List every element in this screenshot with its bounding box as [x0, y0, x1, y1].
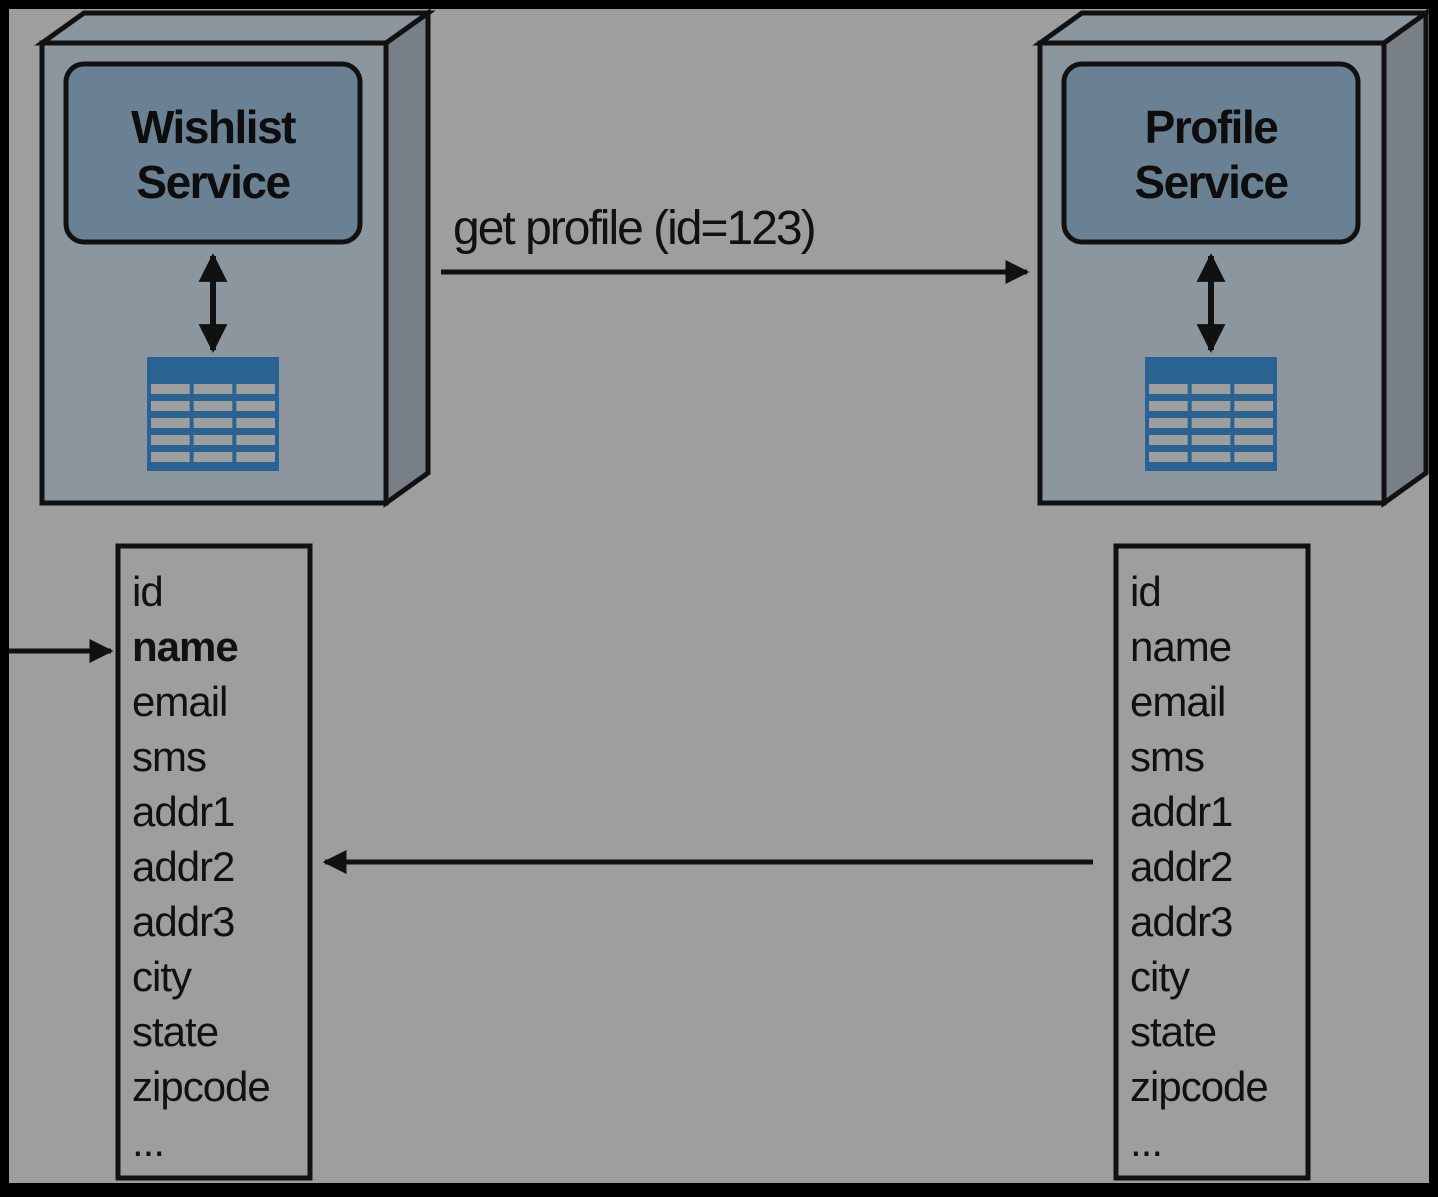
field-id: id	[132, 568, 163, 615]
table-icon-cell	[1149, 435, 1188, 445]
table-icon-cell	[1149, 401, 1188, 411]
field-more: ...	[132, 1118, 164, 1165]
field-id: id	[1130, 568, 1161, 615]
field-addr3: addr3	[132, 898, 234, 945]
field-state: state	[1130, 1008, 1216, 1055]
table-icon-cell	[1149, 418, 1188, 428]
profile-service-box	[1061, 61, 1361, 245]
table-icon-cell	[193, 452, 233, 462]
profile-service-label-line2: Service	[1134, 156, 1288, 208]
field-city: city	[132, 953, 192, 1000]
field-addr3: addr3	[1130, 898, 1232, 945]
table-icon-cell	[1191, 384, 1231, 394]
wishlist-service-label-line2: Service	[136, 156, 290, 208]
table-icon-cell	[1234, 384, 1273, 394]
table-icon-cell	[1149, 452, 1188, 462]
profile-server-top	[1032, 10, 1434, 46]
field-name: name	[132, 623, 238, 670]
table-icon-cell	[236, 384, 275, 394]
table-icon-cell	[1234, 452, 1273, 462]
table-icon-cell	[1191, 435, 1231, 445]
table-icon-cell	[151, 384, 190, 394]
table-icon-cell	[1234, 418, 1273, 428]
field-addr1: addr1	[132, 788, 234, 835]
wishlist-server: Wishlist Service	[34, 8, 436, 508]
table-icon-cell	[236, 418, 275, 428]
table-icon-cell	[1191, 418, 1231, 428]
table-icon-cell	[236, 452, 275, 462]
wishlist-service-label-line1: Wishlist	[131, 101, 296, 153]
profile-server: Profile Service	[1032, 8, 1434, 508]
table-icon-cell	[1191, 401, 1231, 411]
profile-field-list: id name email sms addr1 addr2 addr3 city state zi…	[1130, 568, 1269, 1165]
table-icon-cell	[236, 435, 275, 445]
field-name: name	[1130, 623, 1231, 670]
profile-record-box	[1113, 543, 1311, 1181]
table-icon-cell	[1234, 435, 1273, 445]
field-email: email	[1130, 678, 1225, 725]
table-icon-cell	[193, 401, 233, 411]
field-state: state	[132, 1008, 218, 1055]
table-icon-cell	[236, 401, 275, 411]
table-icon-cell	[151, 401, 190, 411]
field-email: email	[132, 678, 227, 725]
database-table-icon	[1145, 357, 1277, 471]
wishlist-record-box	[115, 543, 313, 1181]
profile-service-label-line1: Profile	[1145, 101, 1279, 153]
table-icon-cell	[1234, 401, 1273, 411]
table-icon-cell	[193, 435, 233, 445]
field-sms: sms	[1130, 733, 1204, 780]
profile-server-side	[1381, 8, 1429, 508]
table-icon-cell	[151, 452, 190, 462]
field-more: ...	[1130, 1118, 1162, 1165]
field-zipcode: zipcode	[1130, 1063, 1268, 1110]
field-sms: sms	[132, 733, 206, 780]
wishlist-server-top	[34, 10, 436, 46]
database-table-icon	[147, 357, 279, 471]
wishlist-field-list: id name email sms addr1 addr2 addr3 city state zi…	[132, 568, 271, 1165]
table-icon-cell	[1191, 452, 1231, 462]
wishlist-server-side	[383, 8, 431, 508]
field-zipcode: zipcode	[132, 1063, 270, 1110]
wishlist-service-box	[63, 61, 363, 245]
table-icon-cell	[1149, 384, 1188, 394]
table-icon-cell	[151, 418, 190, 428]
table-icon-cell	[193, 384, 233, 394]
table-icon-cell	[193, 418, 233, 428]
field-city: city	[1130, 953, 1190, 1000]
field-addr2: addr2	[1130, 843, 1232, 890]
field-addr1: addr1	[1130, 788, 1232, 835]
table-icon-cell	[151, 435, 190, 445]
request-label: get profile (id=123)	[453, 202, 815, 255]
field-addr2: addr2	[132, 843, 234, 890]
